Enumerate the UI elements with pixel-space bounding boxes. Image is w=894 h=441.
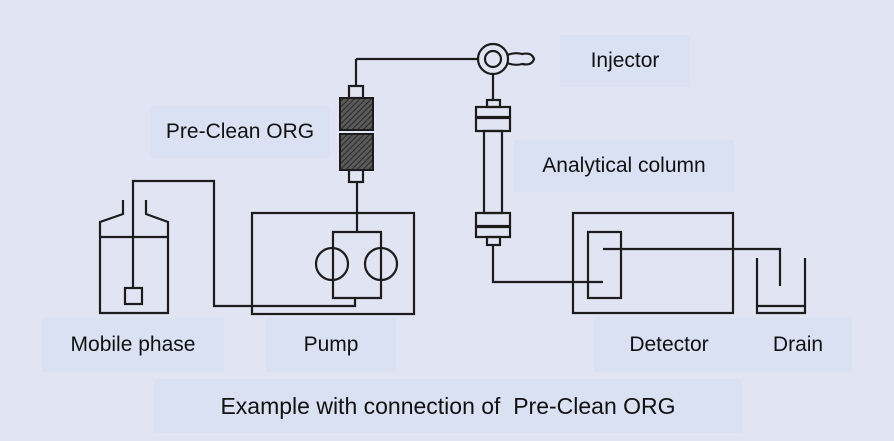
injector-valve-icon — [476, 42, 536, 100]
pump-icon — [250, 182, 416, 316]
pre-clean-cartridge-icon — [339, 59, 374, 184]
detector-icon — [571, 211, 735, 315]
pre-clean-label: Pre-Clean ORG — [150, 106, 330, 158]
drain-container-icon — [755, 258, 807, 315]
drain-label: Drain — [744, 318, 852, 372]
tubing-column-to-detector — [491, 245, 603, 284]
diagram-caption: Example with connection of Pre-Clean ORG — [154, 379, 742, 433]
analytical-column-icon — [474, 98, 512, 247]
mobile-phase-label: Mobile phase — [42, 318, 224, 372]
detector-label: Detector — [594, 318, 744, 372]
injector-label: Injector — [560, 35, 690, 87]
tubing-bottle-to-pump — [131, 179, 357, 308]
analytical-column-label: Analytical column — [514, 140, 734, 192]
pump-label: Pump — [266, 318, 396, 372]
tubing-detector-to-drain — [603, 247, 782, 286]
